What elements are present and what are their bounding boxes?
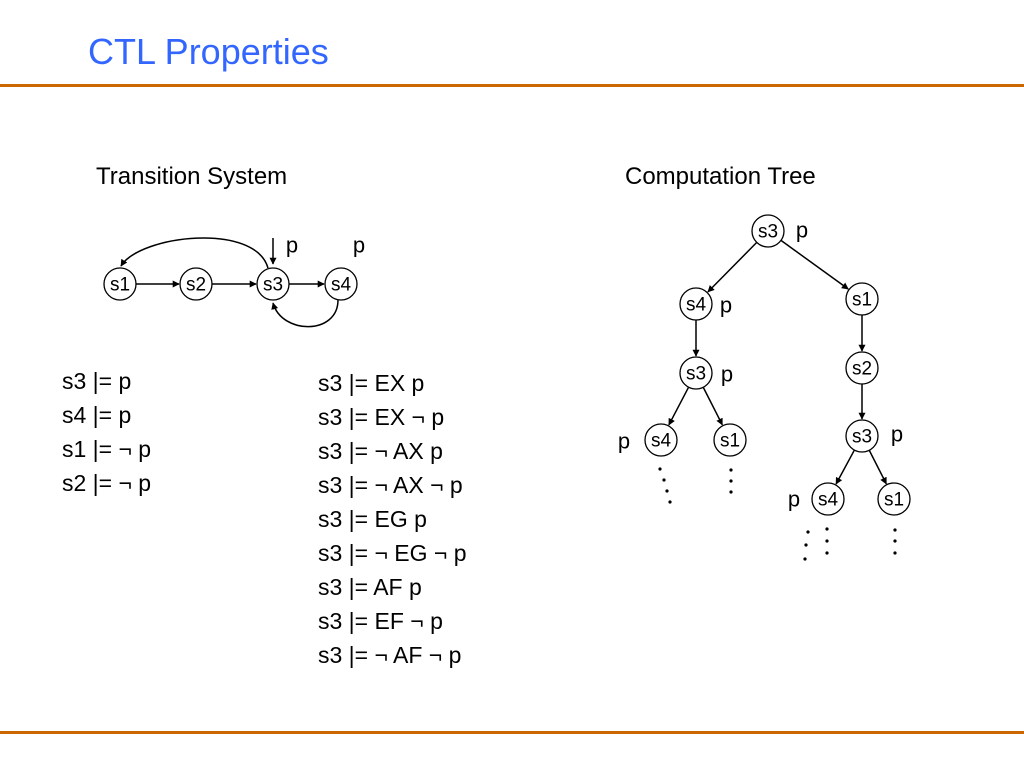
tree-node-s3: s3: [679, 356, 713, 390]
ts-prop-label-s3: p: [286, 233, 298, 258]
tree-prop-label: p: [618, 429, 630, 454]
tree-node-s4: s4: [644, 423, 678, 457]
state-label: s1: [852, 290, 872, 311]
state-circle: [679, 287, 713, 321]
tree-node-s1: s1: [877, 482, 911, 516]
state-circle: [179, 267, 213, 301]
temporal-property: s3 |= EG p: [318, 506, 427, 532]
state-circle: [877, 482, 911, 516]
continuation-ellipsis: [893, 528, 897, 555]
state-circle: [845, 351, 879, 385]
state-label: s3: [852, 427, 872, 448]
ts-prop-label-s4: p: [353, 233, 365, 258]
slide-title: CTL Properties: [88, 31, 329, 72]
bottom-divider: [0, 731, 1024, 734]
state-circle: [713, 423, 747, 457]
tree-edge: [668, 386, 690, 426]
state-label: s1: [110, 275, 130, 296]
continuation-ellipsis: [658, 467, 672, 504]
basic-property: s1 |= ¬ p: [62, 436, 152, 462]
tree-edge: [702, 386, 723, 426]
computation-tree-heading: Computation Tree: [625, 163, 816, 190]
state-label: s4: [686, 295, 707, 316]
state-label: s4: [331, 275, 352, 296]
ts-state-s3: s3: [256, 267, 290, 301]
basic-property: s3 |= p: [62, 368, 132, 394]
temporal-property: s3 |= EX ¬ p: [318, 404, 445, 430]
top-divider: [0, 84, 1024, 87]
state-label: s1: [720, 431, 740, 452]
transition-s3-s1: [120, 237, 269, 269]
state-circle: [811, 482, 845, 516]
temporal-property: s3 |= ¬ AF ¬ p: [318, 642, 462, 668]
state-circle: [644, 423, 678, 457]
temporal-property: s3 |= ¬ EG ¬ p: [318, 540, 467, 566]
state-label: s3: [686, 364, 706, 385]
state-circle: [256, 267, 290, 301]
temporal-property: s3 |= AF p: [318, 574, 422, 600]
state-label: s3: [263, 275, 283, 296]
transition-system-heading: Transition System: [96, 163, 288, 190]
state-label: s3: [758, 222, 778, 243]
ts-state-s4: s4: [324, 267, 358, 301]
tree-edge: [780, 239, 849, 290]
state-label: s4: [818, 490, 839, 511]
temporal-property: s3 |= ¬ AX ¬ p: [318, 472, 463, 498]
tree-edge: [868, 449, 887, 485]
tree-node-s4: s4: [679, 287, 713, 321]
state-circle: [751, 214, 785, 248]
tree-node-s1: s1: [713, 423, 747, 457]
tree-prop-label: p: [721, 362, 733, 387]
temporal-property: s3 |= ¬ AX p: [318, 438, 443, 464]
tree-node-s4: s4: [811, 482, 845, 516]
tree-node-s3: s3: [845, 419, 879, 453]
state-label: s1: [884, 490, 904, 511]
tree-edge: [707, 241, 758, 293]
temporal-property: s3 |= EX p: [318, 370, 425, 396]
tree-prop-label: p: [796, 218, 808, 243]
tree-prop-label: p: [891, 422, 903, 447]
state-circle: [324, 267, 358, 301]
state-circle: [103, 267, 137, 301]
ts-state-s2: s2: [179, 267, 213, 301]
basic-property: s4 |= p: [62, 402, 132, 428]
basic-properties-list: s3 |= p s4 |= p s1 |= ¬ p s2 |= ¬ p: [62, 364, 151, 500]
temporal-property: s3 |= EF ¬ p: [318, 608, 443, 634]
tree-edge: [835, 449, 856, 485]
basic-property: s2 |= ¬ p: [62, 470, 152, 496]
tree-node-s1: s1: [845, 282, 879, 316]
state-circle: [845, 419, 879, 453]
tree-prop-label: p: [720, 293, 732, 318]
state-label: s4: [651, 431, 672, 452]
state-circle: [679, 356, 713, 390]
tree-node-s3: s3: [751, 214, 785, 248]
temporal-properties-list: s3 |= EX p s3 |= EX ¬ p s3 |= ¬ AX p s3 |= …: [318, 366, 467, 672]
tree-prop-label: p: [788, 487, 800, 512]
continuation-ellipsis: [803, 527, 829, 561]
ts-state-s1: s1: [103, 267, 137, 301]
tree-node-s2: s2: [845, 351, 879, 385]
state-label: s2: [852, 359, 872, 380]
state-label: s2: [186, 275, 206, 296]
computation-tree-diagram: s4 p s1 s3 p s4 p s4 p s1 s3 p s2 s1 s3 p: [618, 214, 911, 561]
state-circle: [845, 282, 879, 316]
transition-s4-s3: [271, 299, 339, 328]
continuation-ellipsis: [729, 468, 733, 494]
